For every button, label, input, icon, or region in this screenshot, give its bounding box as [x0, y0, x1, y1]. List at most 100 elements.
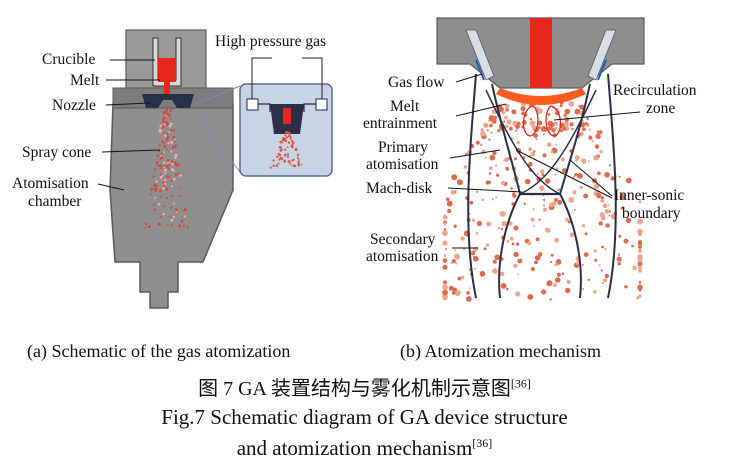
droplet	[533, 224, 536, 227]
droplet	[554, 126, 558, 130]
droplet	[548, 125, 553, 131]
droplet	[481, 198, 485, 202]
droplet	[553, 121, 558, 126]
droplet	[632, 265, 637, 271]
jet-boundary-right-outer	[607, 73, 617, 299]
droplet	[509, 236, 514, 241]
droplet	[618, 175, 621, 178]
droplet	[276, 155, 279, 159]
droplet	[596, 193, 602, 199]
droplet	[601, 245, 604, 249]
droplet	[442, 284, 448, 290]
droplet	[165, 196, 168, 199]
droplet	[488, 172, 492, 175]
droplet	[559, 104, 563, 108]
droplet	[447, 208, 452, 214]
droplet	[170, 150, 173, 153]
droplet	[159, 167, 162, 170]
droplet	[279, 140, 283, 144]
droplet	[638, 249, 642, 253]
gas-flow-arrow-right	[597, 59, 607, 81]
droplet	[565, 217, 569, 222]
droplet	[552, 130, 555, 133]
label-mach-disk: Mach-disk	[366, 180, 433, 197]
droplet	[163, 123, 166, 126]
droplet	[474, 268, 476, 270]
droplet	[637, 261, 643, 267]
droplet	[495, 196, 498, 199]
droplet	[443, 228, 447, 231]
droplet	[163, 151, 165, 154]
droplet	[574, 173, 578, 177]
droplet	[638, 294, 642, 298]
droplet	[291, 164, 293, 167]
label-melt-b: Melt	[390, 98, 420, 115]
droplet	[540, 169, 545, 174]
droplet	[445, 248, 448, 250]
droplet	[604, 209, 610, 214]
droplet	[283, 153, 287, 157]
droplet	[463, 165, 468, 169]
label-boundary: boundary	[622, 205, 681, 222]
droplet	[154, 184, 158, 188]
droplet	[542, 153, 547, 158]
droplet	[171, 163, 174, 166]
droplet	[490, 131, 493, 134]
droplet	[506, 119, 512, 125]
droplet	[175, 144, 178, 147]
droplet	[460, 275, 465, 280]
droplet	[520, 106, 526, 112]
droplet	[569, 122, 574, 127]
droplet	[488, 138, 491, 141]
droplet	[543, 198, 546, 202]
droplet	[154, 168, 157, 171]
droplet	[159, 173, 163, 176]
inset-gas-port-left	[246, 98, 259, 111]
droplet	[154, 187, 158, 191]
droplet	[537, 120, 543, 126]
droplet	[159, 164, 163, 168]
droplet	[177, 187, 180, 190]
droplet	[476, 190, 479, 193]
leader-chamber	[97, 183, 125, 191]
droplet	[599, 150, 603, 154]
droplet	[513, 225, 519, 231]
droplet	[582, 288, 584, 290]
droplet	[287, 160, 291, 163]
droplet	[469, 200, 474, 205]
droplet	[504, 103, 510, 109]
droplet	[178, 194, 181, 197]
droplet	[631, 244, 634, 248]
droplet	[499, 271, 505, 277]
droplet	[588, 135, 593, 140]
droplet	[638, 280, 642, 283]
droplet	[600, 269, 603, 272]
droplet	[443, 292, 447, 296]
droplet	[483, 247, 487, 251]
droplet	[522, 120, 527, 125]
droplet	[488, 166, 493, 171]
spray-cone	[144, 108, 189, 229]
droplet	[297, 163, 301, 167]
droplet	[501, 221, 507, 227]
droplet	[488, 115, 495, 121]
droplet	[559, 129, 563, 133]
droplet	[604, 248, 607, 251]
droplet	[162, 205, 165, 208]
droplet	[150, 187, 153, 190]
recirculation-loop-left	[522, 105, 539, 137]
droplet	[147, 225, 151, 229]
droplet	[289, 137, 292, 140]
gas-channel-left	[465, 29, 495, 81]
leader-melt-entrainment	[455, 103, 507, 117]
droplet	[170, 219, 174, 222]
droplet	[500, 227, 504, 231]
droplet	[534, 255, 541, 261]
droplet	[174, 153, 178, 157]
label-chamber: chamber	[28, 193, 82, 210]
droplet	[576, 172, 583, 179]
droplet	[162, 213, 165, 216]
droplet	[568, 101, 574, 107]
droplet	[172, 177, 176, 181]
droplet	[178, 224, 182, 228]
